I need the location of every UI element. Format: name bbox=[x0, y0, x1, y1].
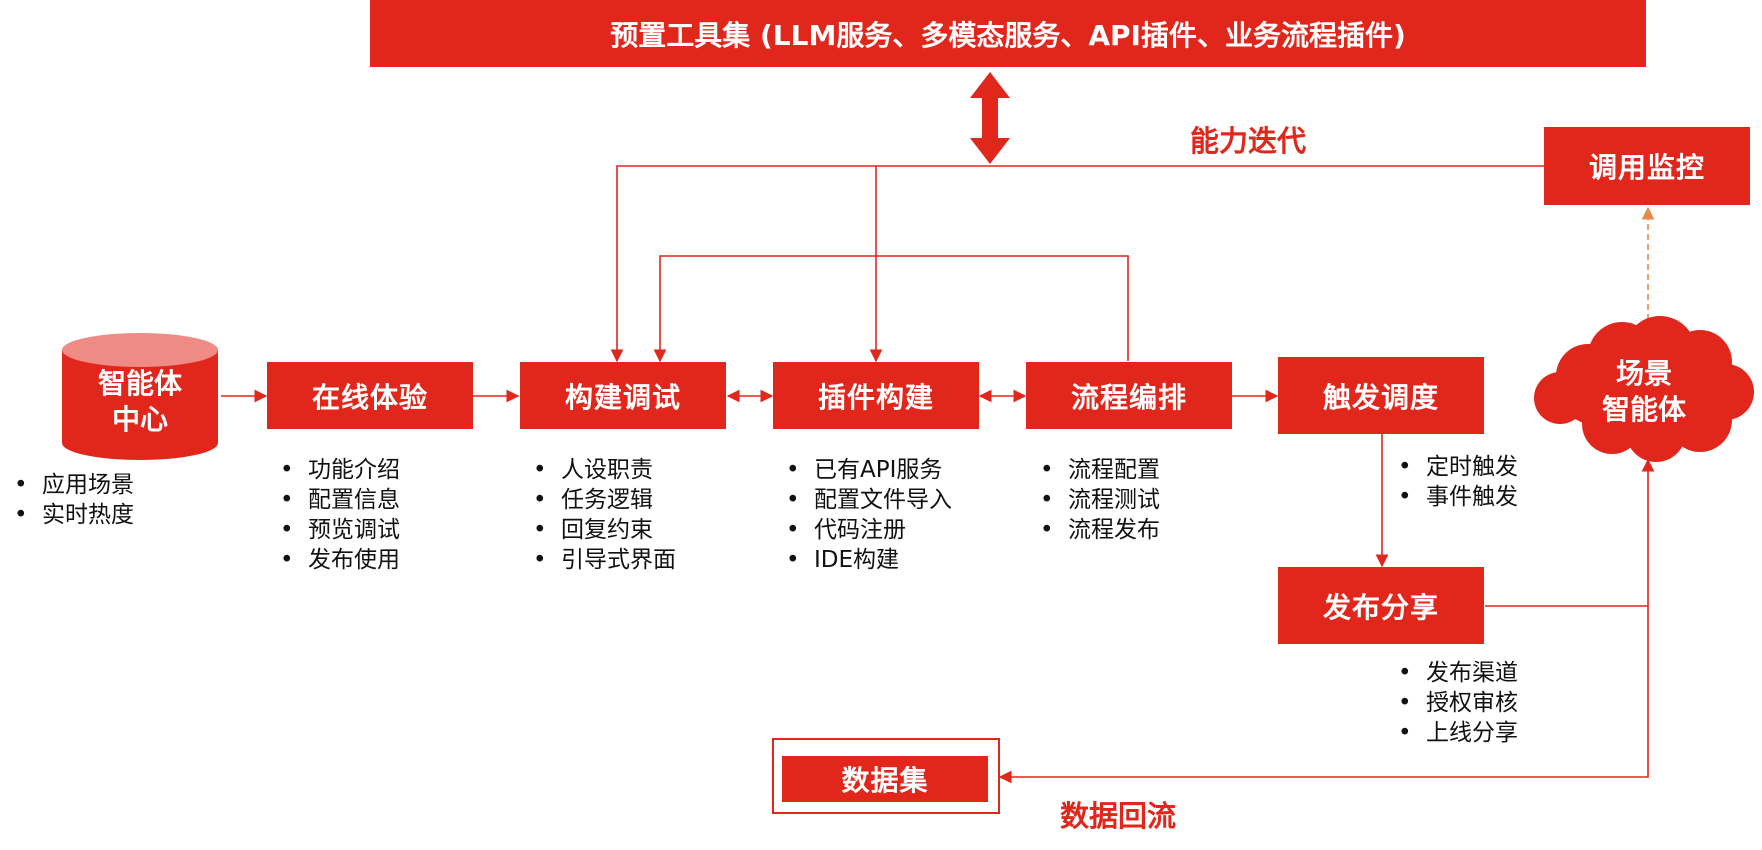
scene-agent-line2: 智能体 bbox=[1601, 393, 1686, 426]
list-item: 应用场景 bbox=[12, 470, 134, 500]
list-item: 任务逻辑 bbox=[531, 485, 676, 515]
capability-iteration-label: 能力迭代 bbox=[1190, 124, 1307, 158]
build-debug-bullets: 人设职责 任务逻辑 回复约束 引导式界面 bbox=[531, 455, 676, 575]
plugin-build-box[interactable]: 插件构建 bbox=[773, 362, 979, 429]
process-orchestration-bullets: 流程配置 流程测试 流程发布 bbox=[1038, 455, 1160, 545]
orchestration-feedback-line bbox=[653, 255, 1129, 363]
list-item: 回复约束 bbox=[531, 515, 676, 545]
cloud-icon bbox=[1534, 316, 1754, 462]
list-item: 代码注册 bbox=[784, 515, 952, 545]
preset-toolset-banner: 预置工具集 (LLM服务、多模态服务、API插件、业务流程插件) bbox=[370, 0, 1646, 67]
data-reflow-label: 数据回流 bbox=[1060, 799, 1177, 833]
online-experience-box[interactable]: 在线体验 bbox=[267, 362, 473, 429]
plugin-build-bullets: 已有API服务 配置文件导入 代码注册 IDE构建 bbox=[784, 455, 952, 575]
online-experience-bullets: 功能介绍 配置信息 预览调试 发布使用 bbox=[278, 455, 400, 575]
list-item: 已有API服务 bbox=[784, 455, 952, 485]
call-monitor-box[interactable]: 调用监控 bbox=[1544, 127, 1750, 205]
list-item: 流程测试 bbox=[1038, 485, 1160, 515]
agent-center-line1: 智能体 bbox=[97, 367, 182, 400]
publish-share-box[interactable]: 发布分享 bbox=[1278, 567, 1484, 644]
process-orchestration-box[interactable]: 流程编排 bbox=[1026, 362, 1232, 429]
list-item: 定时触发 bbox=[1396, 452, 1518, 482]
publish-share-bullets: 发布渠道 授权审核 上线分享 bbox=[1396, 658, 1518, 748]
list-item: 实时热度 bbox=[12, 500, 134, 530]
agent-center-label[interactable]: 智能体 中心 bbox=[62, 366, 218, 438]
list-item: 配置信息 bbox=[278, 485, 400, 515]
list-item: 流程发布 bbox=[1038, 515, 1160, 545]
list-item: 上线分享 bbox=[1396, 718, 1518, 748]
list-item: 人设职责 bbox=[531, 455, 676, 485]
list-item: 事件触发 bbox=[1396, 482, 1518, 512]
arrow-data-reflow bbox=[998, 606, 1649, 784]
dataset-box[interactable]: 数据集 bbox=[782, 756, 988, 802]
trigger-schedule-box[interactable]: 触发调度 bbox=[1278, 357, 1484, 434]
build-debug-box[interactable]: 构建调试 bbox=[520, 362, 726, 429]
list-item: 配置文件导入 bbox=[784, 485, 952, 515]
list-item: 发布渠道 bbox=[1396, 658, 1518, 688]
list-item: 预览调试 bbox=[278, 515, 400, 545]
agent-center-bullets: 应用场景 实时热度 bbox=[12, 470, 134, 530]
list-item: 发布使用 bbox=[278, 545, 400, 575]
database-cylinder-icon bbox=[62, 333, 218, 460]
double-arrow-icon bbox=[970, 72, 1010, 164]
list-item: 流程配置 bbox=[1038, 455, 1160, 485]
scene-agent-line1: 场景 bbox=[1615, 357, 1672, 390]
list-item: 引导式界面 bbox=[531, 545, 676, 575]
trigger-schedule-bullets: 定时触发 事件触发 bbox=[1396, 452, 1518, 512]
scene-agent-label[interactable]: 场景 智能体 bbox=[1564, 356, 1724, 428]
iteration-line bbox=[610, 165, 1544, 363]
list-item: 功能介绍 bbox=[278, 455, 400, 485]
agent-center-line2: 中心 bbox=[111, 403, 168, 436]
list-item: IDE构建 bbox=[784, 545, 952, 575]
list-item: 授权审核 bbox=[1396, 688, 1518, 718]
